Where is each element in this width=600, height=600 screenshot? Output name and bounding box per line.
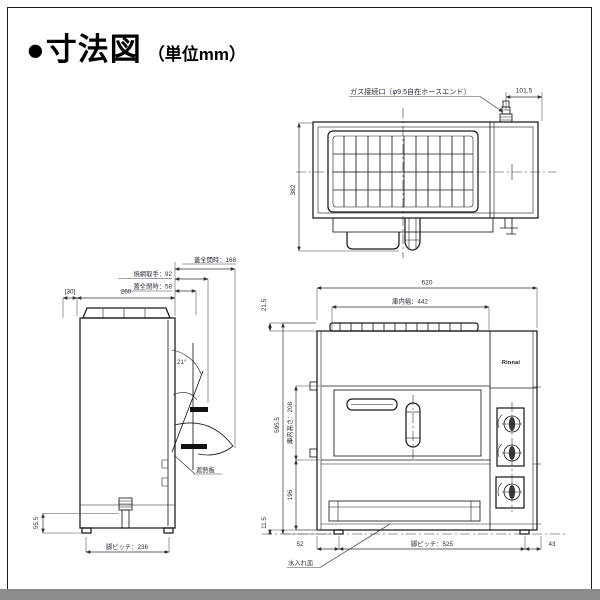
svg-text:196: 196 bbox=[287, 489, 294, 500]
svg-text:蓋全閉時：58: 蓋全閉時：58 bbox=[134, 282, 173, 291]
dim-base-height: 11.5 bbox=[261, 517, 316, 535]
page-title: ●寸法図 （単位mm） bbox=[26, 24, 246, 69]
svg-text:11.5: 11.5 bbox=[261, 517, 268, 529]
svg-text:43: 43 bbox=[548, 541, 556, 548]
net-handle-bar bbox=[190, 407, 208, 412]
dim-inner-width: 庫内幅：442 bbox=[331, 297, 490, 330]
svg-text:脚ピッチ：236: 脚ピッチ：236 bbox=[106, 542, 148, 551]
shield-bar bbox=[181, 444, 207, 449]
svg-text:620: 620 bbox=[421, 280, 432, 287]
knob-1 bbox=[497, 414, 522, 433]
svg-text:21.5: 21.5 bbox=[261, 298, 268, 311]
dim-front-leg-pitch: 脚ピッチ：525 bbox=[338, 536, 526, 551]
dim-width-620: 620 bbox=[316, 280, 538, 328]
drawer-handle bbox=[332, 217, 518, 251]
side-view: 蓋全開時：168 焼網取手：92 蓋全閉時：58 [30] bbox=[33, 255, 236, 554]
svg-text:蓋全開時：168: 蓋全開時：168 bbox=[194, 255, 236, 264]
hinge-lower bbox=[309, 448, 318, 458]
heat-shield-callout: 遮熱板 bbox=[174, 455, 222, 475]
svg-text:水入れ皿: 水入れ皿 bbox=[288, 558, 314, 567]
gas-label-leader bbox=[479, 96, 504, 113]
svg-text:焼網取手：92: 焼網取手：92 bbox=[134, 269, 173, 278]
top-view-outline bbox=[312, 121, 539, 219]
dim-leg-right-offset: 43 bbox=[524, 536, 556, 551]
side-body bbox=[79, 307, 176, 529]
svg-text:[30]: [30] bbox=[65, 289, 76, 296]
control-knobs bbox=[495, 402, 525, 512]
footer-bar bbox=[0, 589, 600, 600]
water-pan bbox=[328, 500, 481, 522]
svg-text:遮熱板: 遮熱板 bbox=[196, 465, 216, 474]
oven-door bbox=[333, 389, 482, 457]
dim-inner-height: 庫内高さ：208 bbox=[285, 385, 320, 461]
dim-lid-closed: 蓋全閉時：58 bbox=[120, 282, 197, 315]
water-pan-callout: 水入れ皿 bbox=[287, 523, 391, 568]
dim-gas-offset: 101.5 bbox=[505, 88, 543, 121]
top-view-inner-outline bbox=[317, 126, 534, 214]
svg-text:52: 52 bbox=[296, 541, 304, 548]
side-leg-right bbox=[163, 527, 174, 534]
side-gas-fitting bbox=[118, 497, 133, 529]
edge-ticks bbox=[533, 383, 541, 528]
dim-height-595: 595.5 bbox=[274, 322, 332, 535]
svg-text:55.5: 55.5 bbox=[33, 516, 40, 529]
side-leg-left bbox=[81, 527, 92, 534]
door-handle bbox=[346, 398, 398, 411]
front-grate-strip bbox=[329, 322, 479, 332]
front-leg-right bbox=[519, 529, 530, 535]
dim-gas-height: 55.5 bbox=[33, 513, 119, 534]
svg-text:260: 260 bbox=[121, 289, 132, 296]
brand-logo: Rinnai bbox=[502, 360, 521, 366]
knob-2 bbox=[497, 443, 522, 462]
dim-grate-handle: 焼網取手：92 bbox=[118, 269, 209, 403]
knob-3 bbox=[497, 482, 522, 501]
dim-body-depth: 260 bbox=[76, 262, 176, 316]
dim-depth-382: 382 bbox=[290, 122, 399, 252]
svg-text:382: 382 bbox=[290, 184, 297, 195]
dim-lid-open: 蓋全開時：168 bbox=[174, 255, 236, 448]
svg-text:595.5: 595.5 bbox=[274, 417, 281, 433]
top-view: ガス接続口〔φ9.5自在ホースエンド〕 101.5 382 bbox=[290, 87, 556, 258]
dim-rear-clearance: [30] bbox=[62, 289, 78, 318]
dim-leg-left-offset: 52 bbox=[296, 536, 340, 551]
angle-label: 21° bbox=[177, 358, 187, 366]
svg-text:庫内幅：442: 庫内幅：442 bbox=[392, 297, 428, 306]
burner-capsule bbox=[405, 395, 421, 462]
gas-port-label: ガス接続口〔φ9.5自在ホースエンド〕 bbox=[350, 87, 471, 96]
title-text: ●寸法図 bbox=[26, 32, 142, 67]
front-leg-left bbox=[333, 529, 344, 535]
front-body-outline bbox=[316, 330, 538, 531]
dim-grate-height: 21.5 bbox=[261, 298, 316, 332]
svg-text:101.5: 101.5 bbox=[516, 88, 533, 95]
dim-lower-height: 196 bbox=[287, 459, 320, 531]
open-lid-and-net bbox=[171, 343, 234, 470]
front-view: Rinnai bbox=[261, 280, 566, 568]
unit-note: （単位mm） bbox=[147, 45, 246, 64]
dim-side-leg-pitch: 脚ピッチ：236 bbox=[85, 537, 170, 554]
svg-text:脚ピッチ：525: 脚ピッチ：525 bbox=[411, 539, 453, 548]
svg-text:庫内高さ：208: 庫内高さ：208 bbox=[285, 402, 294, 444]
